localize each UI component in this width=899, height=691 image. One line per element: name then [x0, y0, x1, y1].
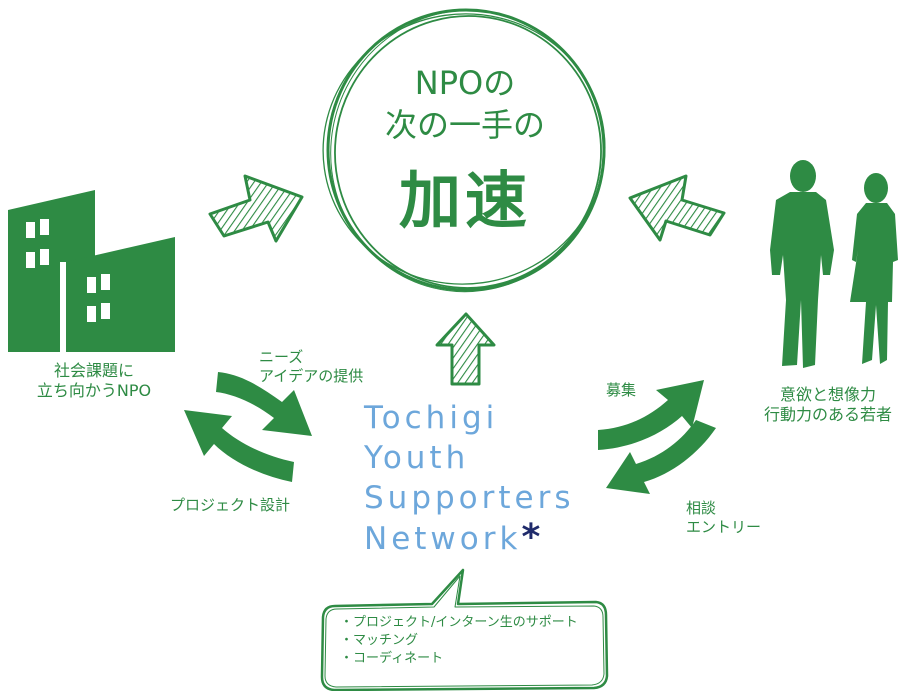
hand-drawn-arrow-icon-left	[208, 174, 304, 243]
support-item-matching: ・マッチング	[340, 633, 419, 648]
curved-arrow-icon-project	[184, 410, 294, 482]
npo-label-line-1: 社会課題に	[53, 361, 134, 380]
asterisk-mark-icon: *	[521, 517, 541, 558]
support-item-project: ・プロジェクト/インターン生のサポート	[340, 615, 578, 630]
youth-label-line-2: 行動力のある若者	[763, 405, 892, 424]
recruit-label: 募集	[606, 381, 637, 399]
center-line-3: 加速	[398, 164, 531, 237]
speech-bubble-icon	[320, 568, 609, 691]
center-line-2: 次の一手の	[384, 106, 545, 144]
needs-label-line-2: アイデアの提供	[259, 366, 364, 385]
support-item-coordinate: ・コーディネート	[340, 651, 444, 666]
hand-drawn-arrow-icon-up	[435, 312, 496, 386]
hand-drawn-circle-icon	[322, 8, 606, 293]
org-name: Tochigi Youth Supporters Network*	[364, 398, 575, 559]
youth-label-line-1: 意欲と想像力	[779, 385, 876, 404]
consult-label: 相談 エントリー	[686, 499, 761, 537]
consult-label-line-2: エントリー	[686, 517, 762, 536]
man-woman-silhouette-icon	[770, 160, 898, 368]
curved-arrow-icon-consult	[606, 420, 716, 494]
npo-label: 社会課題に 立ち向かうNPO	[14, 361, 174, 401]
npo-label-line-2: 立ち向かうNPO	[36, 381, 152, 400]
support-list: ・プロジェクト/インターン生のサポート ・マッチング ・コーディネート	[340, 614, 578, 668]
project-design-label: プロジェクト設計	[170, 496, 291, 514]
youth-label: 意欲と想像力 行動力のある若者	[759, 385, 897, 425]
needs-label-line-1: ニーズ	[259, 348, 304, 366]
needs-label: ニーズ アイデアの提供	[259, 348, 363, 386]
org-name-network: Network	[364, 521, 522, 557]
curved-arrow-icon-needs	[216, 372, 312, 436]
curved-arrow-icon-recruit	[598, 380, 704, 450]
org-name-line-2: Youth	[364, 440, 470, 476]
org-name-line-4: Network*	[364, 518, 575, 559]
center-line-1: NPOの	[414, 64, 516, 102]
org-name-line-1: Tochigi	[364, 400, 499, 436]
hand-drawn-arrow-icon-right	[628, 174, 726, 242]
building-icon	[8, 190, 175, 352]
consult-label-line-1: 相談	[686, 499, 717, 517]
org-name-line-3: Supporters	[364, 480, 575, 516]
